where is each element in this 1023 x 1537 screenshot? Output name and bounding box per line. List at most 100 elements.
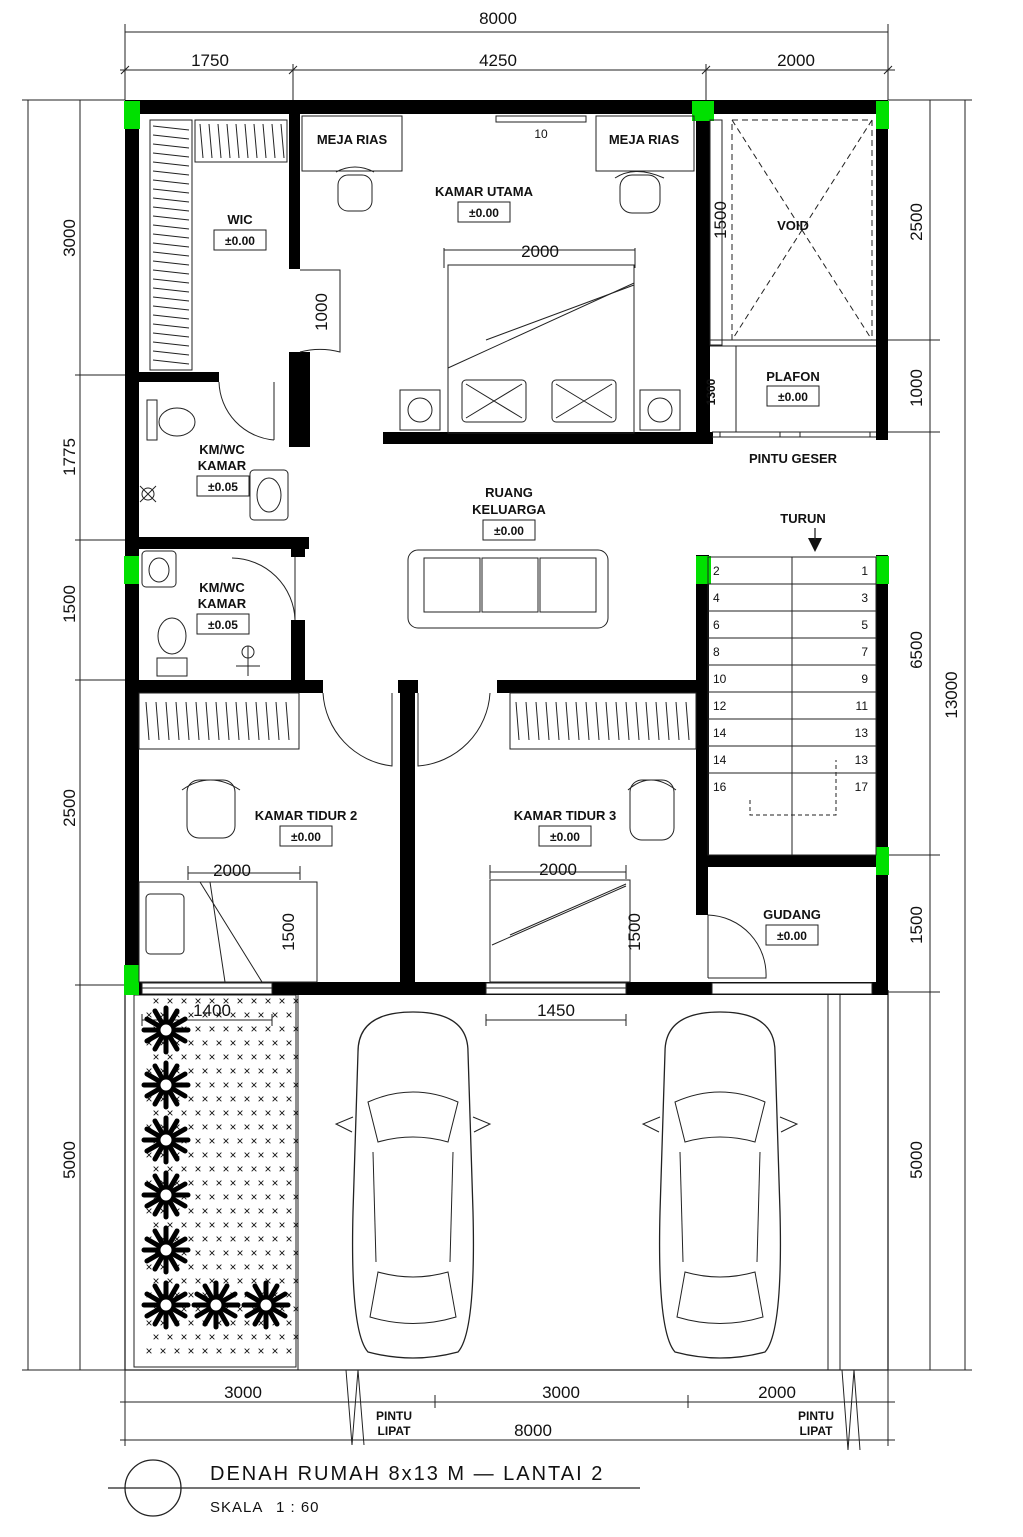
svg-text:×: ×: [293, 1190, 300, 1204]
svg-text:×: ×: [174, 1288, 181, 1302]
svg-text:×: ×: [258, 1036, 265, 1050]
svg-text:×: ×: [272, 1260, 279, 1274]
svg-text:×: ×: [216, 1204, 223, 1218]
svg-text:×: ×: [174, 1232, 181, 1246]
svg-text:×: ×: [237, 1302, 244, 1316]
svg-text:×: ×: [160, 1036, 167, 1050]
title-block: [108, 1459, 640, 1517]
stair-step-right: 9: [861, 672, 868, 686]
svg-text:×: ×: [279, 1274, 286, 1288]
svg-text:×: ×: [202, 1036, 209, 1050]
car-right: [641, 1011, 799, 1359]
svg-text:×: ×: [258, 1344, 265, 1358]
svg-text:×: ×: [188, 1288, 195, 1302]
kmwc2-label-line1: KM/WC: [199, 580, 245, 595]
dim-bed3-length: 1500: [625, 913, 644, 951]
svg-text:×: ×: [195, 1218, 202, 1232]
dim-left-seg-1: 3000: [60, 219, 79, 257]
svg-text:×: ×: [251, 1078, 258, 1092]
svg-text:×: ×: [195, 1022, 202, 1036]
ruang-keluarga-label-line1: RUANG: [485, 485, 533, 500]
kamar-utama-label: KAMAR UTAMA: [435, 184, 534, 199]
svg-text:×: ×: [153, 1330, 160, 1344]
svg-text:×: ×: [244, 1064, 251, 1078]
svg-text:×: ×: [167, 1274, 174, 1288]
svg-text:×: ×: [202, 1176, 209, 1190]
svg-text:×: ×: [195, 1106, 202, 1120]
svg-text:×: ×: [286, 1148, 293, 1162]
svg-text:×: ×: [160, 1344, 167, 1358]
meja-rias-label-1: MEJA RIAS: [317, 132, 388, 147]
turun-label: TURUN: [780, 511, 826, 526]
svg-text:×: ×: [230, 1008, 237, 1022]
svg-text:×: ×: [258, 1316, 265, 1330]
svg-text:×: ×: [293, 1162, 300, 1176]
svg-text:×: ×: [209, 1050, 216, 1064]
svg-text:×: ×: [160, 1064, 167, 1078]
stair-step-right: 1: [861, 564, 868, 578]
svg-text:×: ×: [237, 1106, 244, 1120]
svg-text:×: ×: [230, 1176, 237, 1190]
svg-text:×: ×: [160, 1148, 167, 1162]
svg-text:×: ×: [279, 1078, 286, 1092]
svg-text:×: ×: [230, 1092, 237, 1106]
svg-text:×: ×: [244, 1036, 251, 1050]
dim-left-seg-3: 1500: [60, 585, 79, 623]
svg-text:×: ×: [244, 1092, 251, 1106]
svg-text:×: ×: [265, 1274, 272, 1288]
svg-text:×: ×: [286, 1232, 293, 1246]
svg-text:×: ×: [237, 1190, 244, 1204]
svg-text:×: ×: [153, 1106, 160, 1120]
stair-step-left: 8: [713, 645, 720, 659]
svg-text:×: ×: [174, 1344, 181, 1358]
dim-plafon-wall: 1300: [704, 378, 718, 405]
svg-text:×: ×: [216, 1092, 223, 1106]
stair-step-right: 3: [861, 591, 868, 605]
svg-text:×: ×: [286, 1176, 293, 1190]
svg-text:×: ×: [209, 1330, 216, 1344]
svg-text:×: ×: [216, 1064, 223, 1078]
svg-text:×: ×: [146, 1148, 153, 1162]
svg-text:×: ×: [279, 994, 286, 1008]
bath1-fixtures: [139, 381, 289, 521]
svg-text:×: ×: [265, 1162, 272, 1176]
svg-text:×: ×: [286, 1008, 293, 1022]
svg-text:×: ×: [265, 1022, 272, 1036]
svg-text:×: ×: [230, 1120, 237, 1134]
dim-right-seg-3: 6500: [907, 631, 926, 669]
pintu-lipat-right-line2: LIPAT: [800, 1424, 834, 1438]
kmwc1-label-line1: KM/WC: [199, 442, 245, 457]
svg-text:×: ×: [230, 1232, 237, 1246]
stair-step-left: 14: [713, 726, 727, 740]
stair-step-right: 17: [855, 780, 869, 794]
svg-text:×: ×: [279, 1162, 286, 1176]
dim-right-seg-4: 1500: [907, 906, 926, 944]
svg-text:×: ×: [258, 1260, 265, 1274]
svg-text:×: ×: [174, 1064, 181, 1078]
svg-text:×: ×: [195, 1050, 202, 1064]
svg-text:×: ×: [251, 1330, 258, 1344]
stair-step-right: 7: [861, 645, 868, 659]
svg-text:×: ×: [167, 1050, 174, 1064]
svg-text:×: ×: [223, 1162, 230, 1176]
stair-step-left: 10: [713, 672, 727, 686]
svg-text:×: ×: [265, 1246, 272, 1260]
dim-bed2-length: 1500: [279, 913, 298, 951]
svg-text:×: ×: [188, 1064, 195, 1078]
dim-left-seg-2: 1775: [60, 438, 79, 476]
svg-text:×: ×: [293, 1022, 300, 1036]
svg-text:×: ×: [258, 1232, 265, 1246]
pintu-lipat-left-line1: PINTU: [376, 1409, 412, 1423]
svg-text:×: ×: [188, 1008, 195, 1022]
svg-text:×: ×: [237, 1022, 244, 1036]
meja-rias-label-2: MEJA RIAS: [609, 132, 680, 147]
svg-text:×: ×: [216, 1008, 223, 1022]
kamar-utama-level: ±0.00: [469, 206, 499, 220]
svg-text:×: ×: [293, 1246, 300, 1260]
dim-top-seg-2: 4250: [479, 51, 517, 70]
svg-text:×: ×: [237, 1274, 244, 1288]
svg-text:×: ×: [195, 1134, 202, 1148]
svg-text:×: ×: [265, 1106, 272, 1120]
ruang-keluarga-level: ±0.00: [494, 524, 524, 538]
